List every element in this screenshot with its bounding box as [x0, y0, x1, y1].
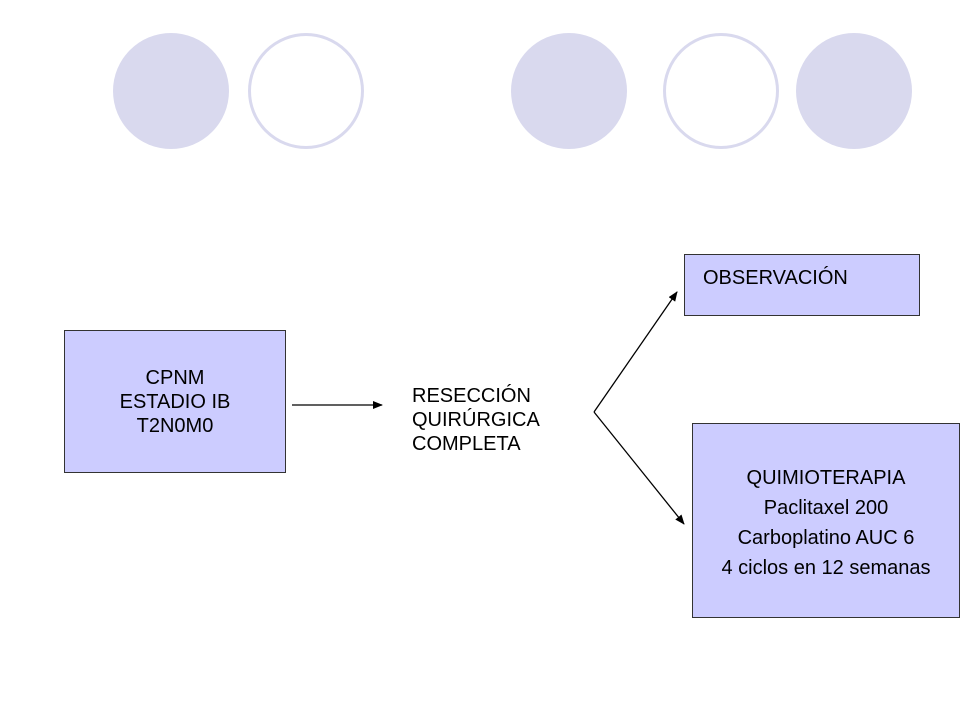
surgery-line-2: QUIRÚRGICA — [412, 409, 540, 431]
staging-box: CPNM ESTADIO IB T2N0M0 — [64, 330, 286, 473]
decorative-circle-5 — [796, 33, 912, 149]
decorative-circle-3 — [511, 33, 627, 149]
chemo-line-1: QUIMIOTERAPIA — [746, 466, 906, 489]
chemo-line-3: Carboplatino AUC 6 — [737, 526, 915, 549]
chemo-line-4: 4 ciclos en 12 semanas — [721, 556, 931, 579]
decorative-circle-4 — [663, 33, 779, 149]
chemotherapy-box: QUIMIOTERAPIA Paclitaxel 200 Carboplatin… — [692, 423, 960, 618]
surgery-line-3: COMPLETA — [412, 433, 521, 455]
staging-line-3: T2N0M0 — [136, 414, 214, 437]
chemo-line-2: Paclitaxel 200 — [763, 496, 889, 519]
surgery-line-1: RESECCIÓN — [412, 385, 531, 407]
arrow-to-chemotherapy — [593, 411, 685, 525]
arrow-to-observation — [593, 291, 678, 413]
staging-line-2: ESTADIO IB — [119, 390, 231, 413]
decorative-circle-1 — [113, 33, 229, 149]
observation-label: OBSERVACIÓN — [703, 267, 848, 289]
decorative-circle-2 — [248, 33, 364, 149]
surgery-step-text: RESECCIÓN QUIRÚRGICA COMPLETA — [412, 384, 540, 456]
observation-box: OBSERVACIÓN — [684, 254, 920, 316]
staging-line-1: CPNM — [145, 366, 205, 389]
